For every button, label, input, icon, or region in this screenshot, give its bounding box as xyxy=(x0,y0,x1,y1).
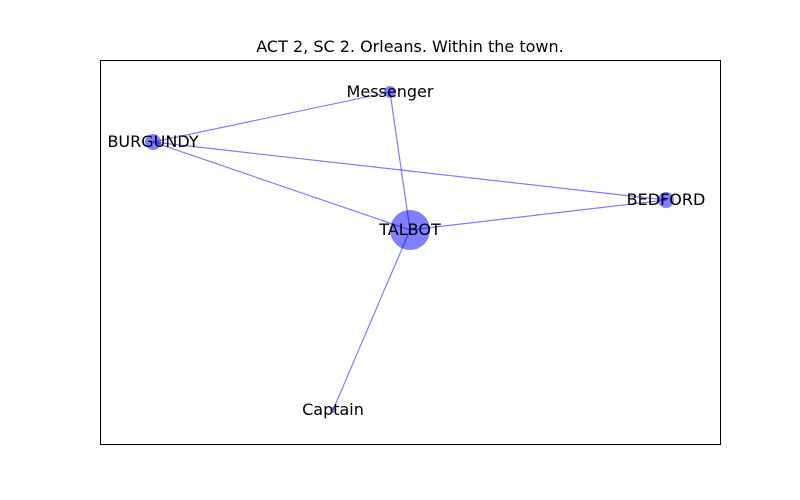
node-talbot xyxy=(390,210,430,250)
plot-frame xyxy=(100,60,721,445)
figure-title: ACT 2, SC 2. Orleans. Within the town. xyxy=(256,37,563,56)
node-label-captain: Captain xyxy=(302,400,364,419)
edge-burgundy-talbot xyxy=(152,141,411,231)
node-captain xyxy=(330,407,336,413)
edges-layer xyxy=(152,91,667,411)
node-label-burgundy: BURGUNDY xyxy=(107,132,198,151)
edge-talbot-captain xyxy=(332,229,411,411)
node-label-bedford: BEDFORD xyxy=(627,190,706,209)
edge-talbot-bedford xyxy=(409,199,667,231)
edge-burgundy-messenger xyxy=(152,91,391,143)
node-label-talbot: TALBOT xyxy=(378,220,441,239)
edge-messenger-talbot xyxy=(389,91,411,231)
node-bedford xyxy=(658,192,674,208)
node-label-messenger: Messenger xyxy=(347,82,434,101)
nodes-layer xyxy=(145,86,674,413)
edge-burgundy-bedford xyxy=(152,141,667,201)
node-messenger xyxy=(384,86,396,98)
node-burgundy xyxy=(145,134,161,150)
